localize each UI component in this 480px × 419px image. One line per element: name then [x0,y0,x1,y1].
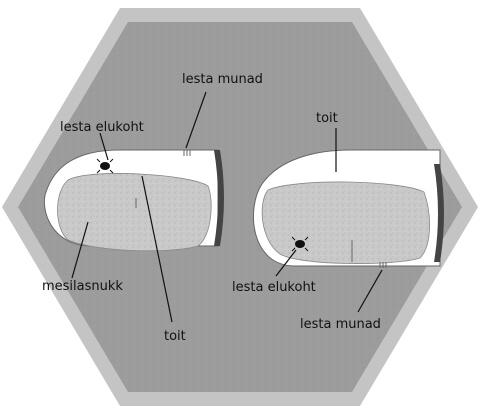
right-cell [253,150,444,268]
left-bee-pupa [58,173,212,250]
label-right-food: toit [316,111,338,126]
label-right-mite-site: lesta elukoht [232,280,316,295]
label-left-mite-site: lesta elukoht [60,120,144,135]
left-cell [44,150,224,251]
right-bee-pupa [262,182,429,264]
label-right-mite-eggs: lesta munad [300,317,381,332]
label-left-bee-pupa: mesilasnukk [42,279,123,294]
label-left-mite-eggs: lesta munad [182,72,263,87]
label-left-food: toit [164,329,186,344]
